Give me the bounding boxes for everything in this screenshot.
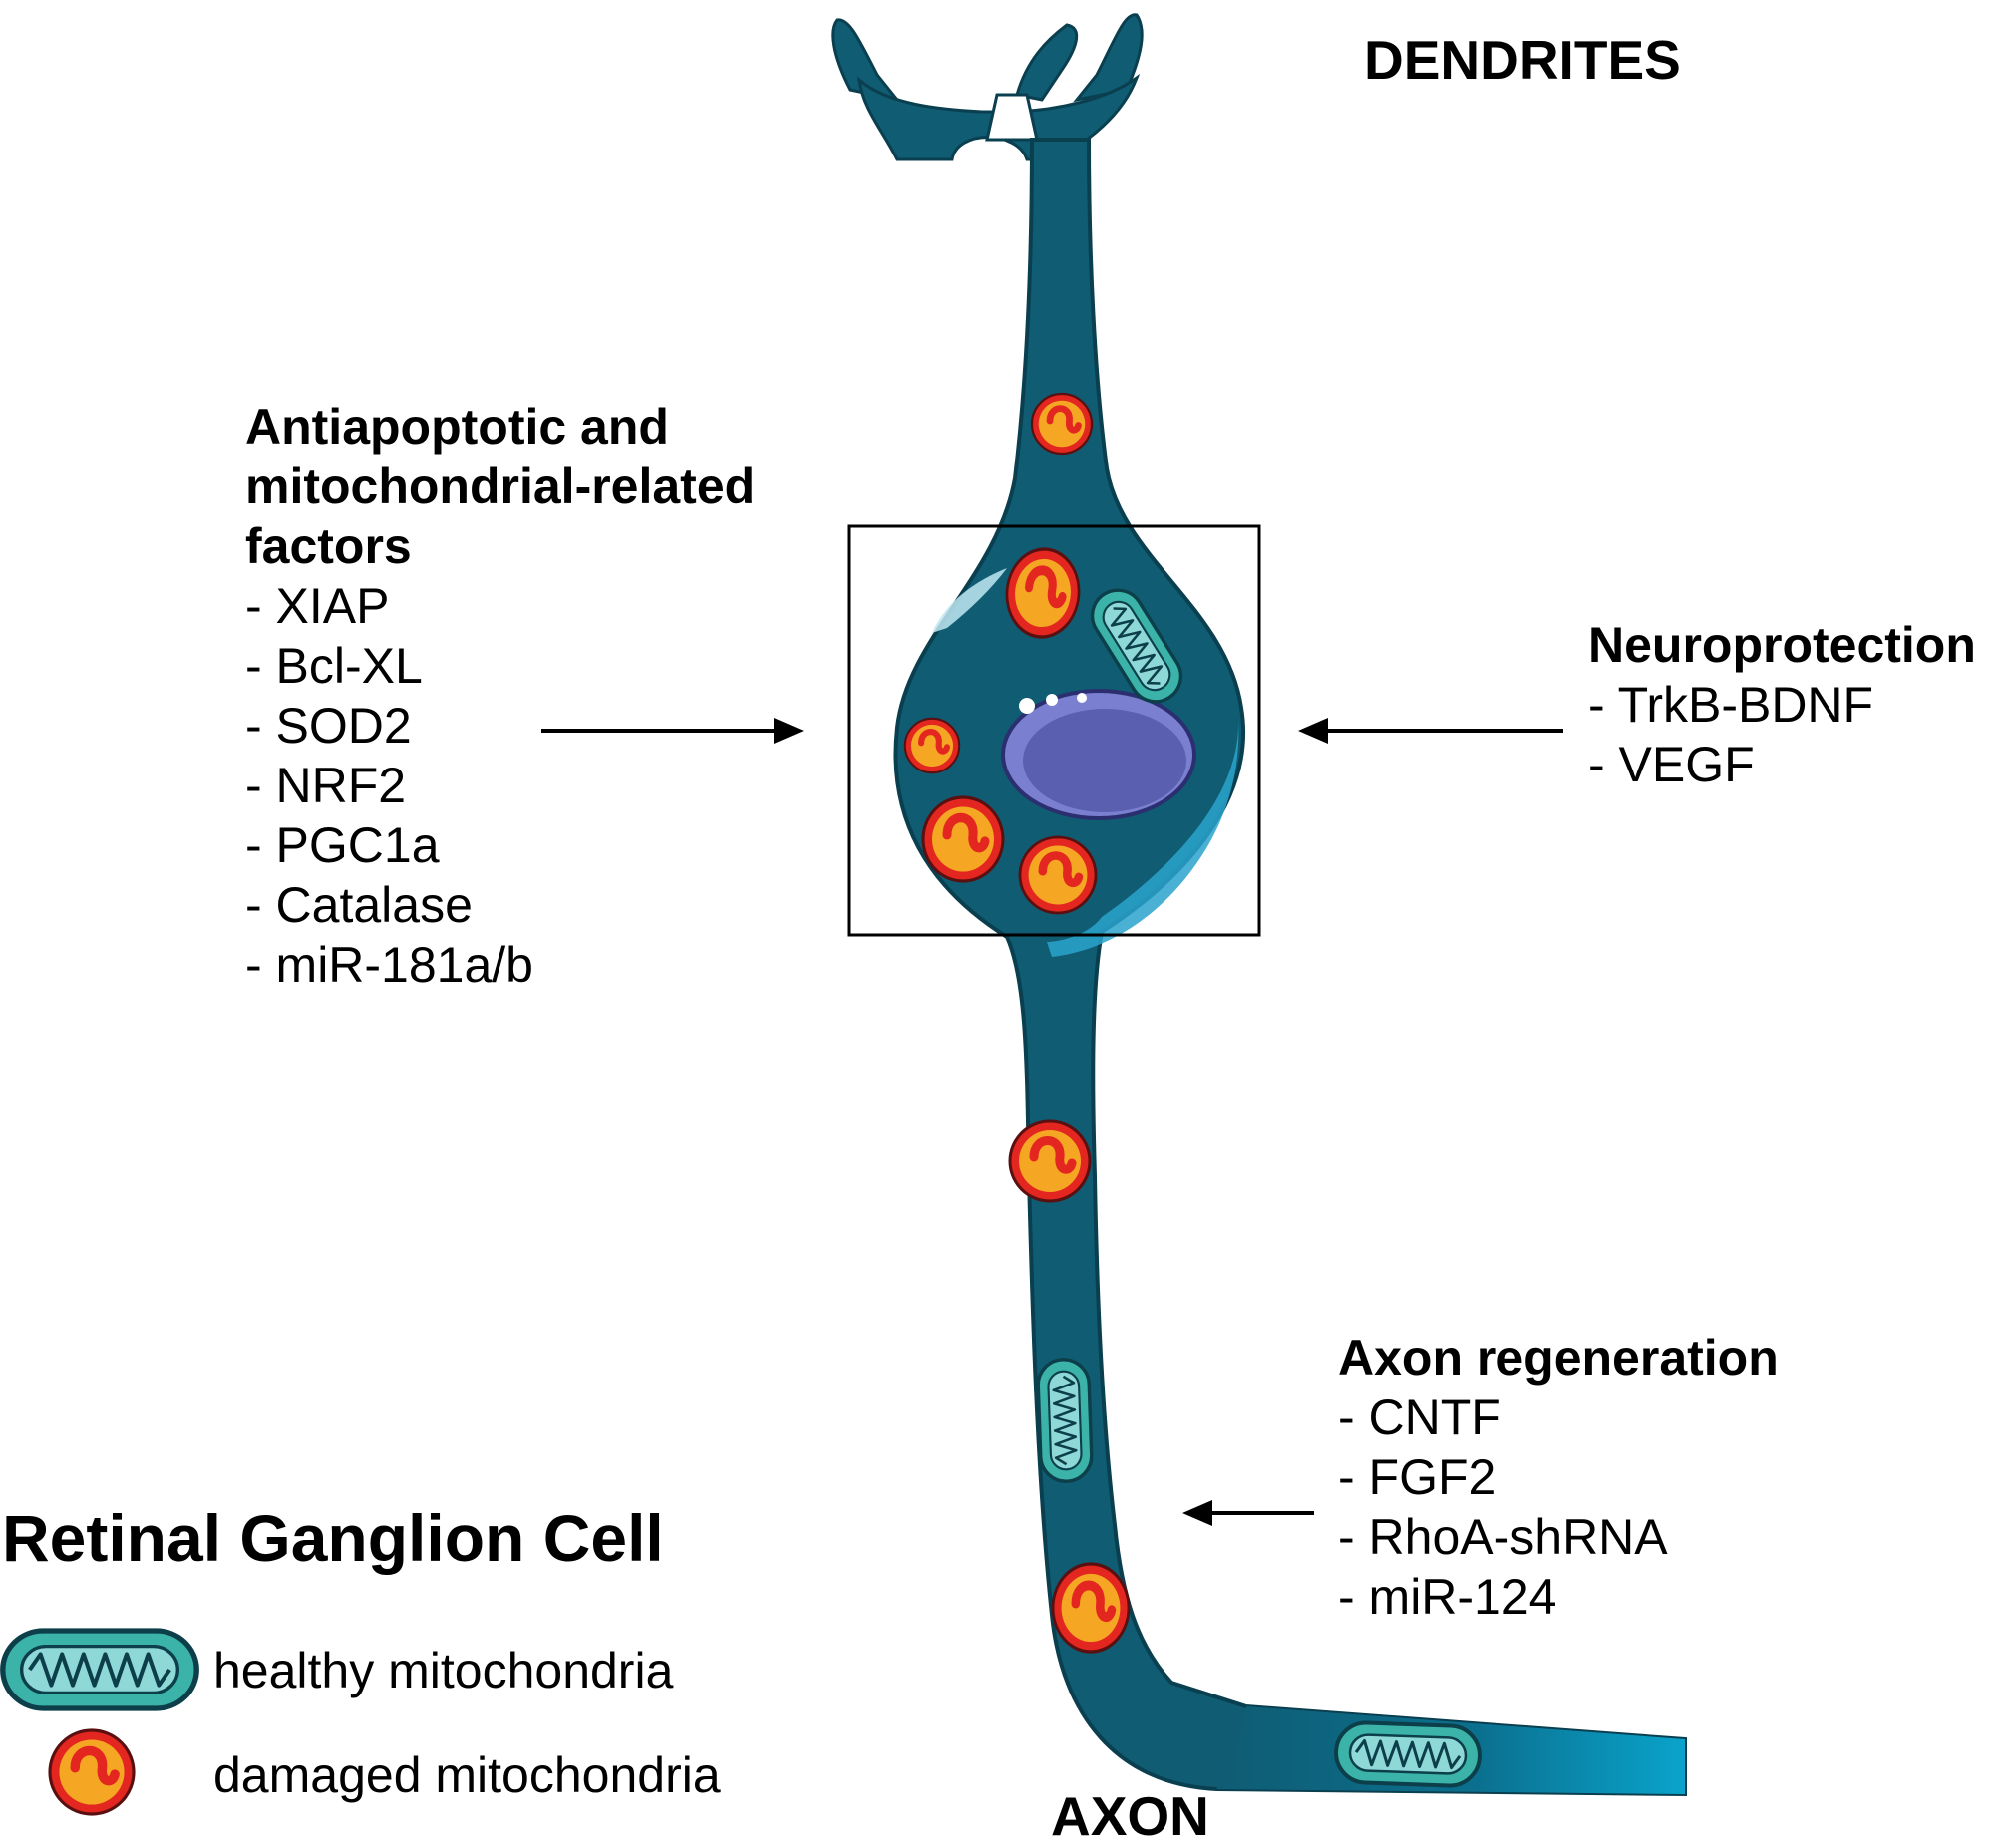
- dendrites-label: DENDRITES: [1364, 29, 1681, 91]
- axon-regeneration-list: - CNTF - FGF2 - RhoA-shRNA - miR-124: [1338, 1387, 1779, 1627]
- factor-item: - CNTF: [1338, 1389, 1501, 1445]
- factor-item: - SOD2: [245, 698, 412, 754]
- damaged-mitochondrion-1: [1032, 394, 1092, 454]
- neuroprotection-list: - TrkB-BDNF - VEGF: [1588, 675, 1976, 794]
- damaged-mitochondrion-6: [1010, 1121, 1090, 1201]
- antiapoptotic-heading-line-3: factors: [245, 518, 412, 574]
- dendrites-shape: [831, 13, 1144, 161]
- neuroprotection-heading: Neuroprotection: [1588, 617, 1976, 673]
- nucleus: [1001, 689, 1196, 820]
- figure-title: Retinal Ganglion Cell: [2, 1501, 664, 1575]
- damaged-mitochondrion-4: [923, 797, 1003, 881]
- antiapoptotic-group: Antiapoptotic and mitochondrial-related …: [245, 397, 755, 995]
- neuroprotection-group: Neuroprotection - TrkB-BDNF - VEGF: [1588, 615, 1976, 794]
- damaged-mitochondrion-5: [1020, 837, 1096, 913]
- legend-damaged-label: damaged mitochondria: [213, 1747, 721, 1803]
- factor-item: - TrkB-BDNF: [1588, 677, 1874, 733]
- factor-item: - miR-181a/b: [245, 937, 533, 993]
- legend-healthy-icon: [3, 1631, 196, 1708]
- factor-item: - NRF2: [245, 758, 407, 813]
- axon-regeneration-group: Axon regeneration - CNTF - FGF2 - RhoA-s…: [1338, 1328, 1779, 1627]
- healthy-mitochondrion-2: [1035, 1357, 1095, 1484]
- factor-item: - VEGF: [1588, 737, 1755, 792]
- legend-damaged-icon: [50, 1730, 134, 1814]
- legend-healthy-label: healthy mitochondria: [213, 1643, 674, 1698]
- antiapoptotic-heading-line-2: mitochondrial-related: [245, 459, 756, 514]
- arrow-left-group-to-soma: [541, 718, 804, 744]
- arrow-regeneration-to-axon: [1182, 1500, 1314, 1526]
- factor-item: - XIAP: [245, 578, 390, 634]
- factor-item: - Catalase: [245, 877, 473, 933]
- antiapoptotic-heading-line-1: Antiapoptotic and: [245, 399, 669, 455]
- factor-item: - PGC1a: [245, 817, 440, 873]
- arrow-neuroprotection-to-soma: [1298, 718, 1563, 744]
- factor-item: - FGF2: [1338, 1449, 1496, 1505]
- soma-focus-box: [847, 524, 1261, 937]
- factor-item: - Bcl-XL: [245, 638, 423, 694]
- factor-item: - miR-124: [1338, 1569, 1557, 1625]
- antiapoptotic-list: - XIAP - Bcl-XL - SOD2 - NRF2 - PGC1a - …: [245, 576, 755, 995]
- damaged-mitochondrion-3: [905, 719, 959, 772]
- axon-regeneration-heading: Axon regeneration: [1338, 1330, 1779, 1386]
- axon-label: AXON: [1051, 1785, 1209, 1847]
- healthy-mitochondrion-3: [1335, 1722, 1481, 1787]
- damaged-mitochondrion-7: [1053, 1564, 1129, 1652]
- factor-item: - RhoA-shRNA: [1338, 1509, 1668, 1565]
